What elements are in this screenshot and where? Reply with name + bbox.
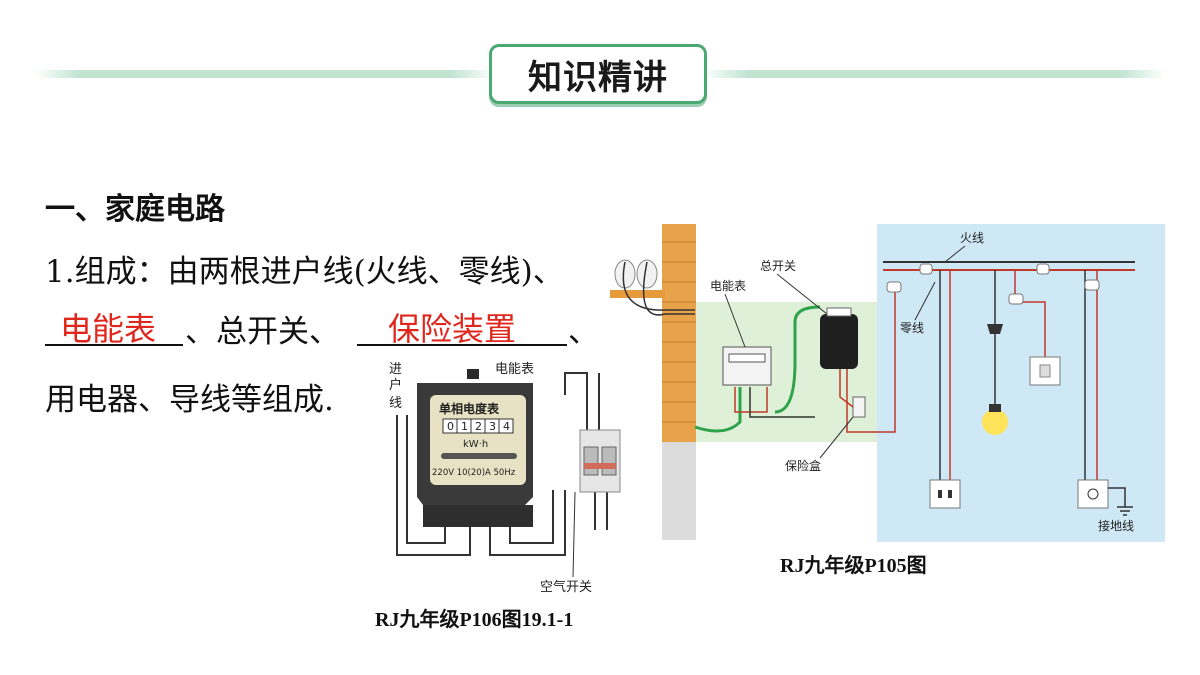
title-rule-left xyxy=(35,70,495,78)
answer-fuse: 保险装置 xyxy=(388,310,517,348)
answer-meter: 电能表 xyxy=(60,310,157,348)
label-air-switch: 空气开关 xyxy=(540,579,592,595)
section-heading: 一、家庭电路 xyxy=(45,192,225,227)
meter-unit: kW·h xyxy=(463,439,488,450)
composition-line1: 1.组成：由两根进户线(火线、零线)、 xyxy=(45,254,564,290)
caption-left: RJ九年级P106图19.1-1 xyxy=(375,609,574,631)
svg-text:线: 线 xyxy=(389,396,402,411)
label-right-meter: 电能表 xyxy=(710,279,746,293)
composition-line3: 用电器、导线等组成. xyxy=(45,382,334,418)
label-live-wire: 火线 xyxy=(960,231,984,245)
svg-text:1: 1 xyxy=(461,420,468,433)
household-circuit-figure: 电能表 总开关 保险盒 火线 零线 接地线 xyxy=(610,224,1165,542)
composition-tail: 、 xyxy=(568,314,599,350)
svg-text:3: 3 xyxy=(489,420,496,433)
svg-text:4: 4 xyxy=(503,420,510,433)
label-entry-line: 进 xyxy=(389,362,402,377)
svg-text:户: 户 xyxy=(389,377,402,393)
composition-middle: 、总开关、 xyxy=(185,314,340,350)
label-main-switch: 总开关 xyxy=(760,259,796,273)
label-fuse-box: 保险盒 xyxy=(785,458,821,473)
label-meter: 电能表 xyxy=(495,362,534,377)
meter-title: 单相电度表 xyxy=(439,401,500,416)
caption-right: RJ九年级P105图 xyxy=(780,555,927,577)
label-ground-wire: 接地线 xyxy=(1098,518,1134,533)
svg-text:0: 0 xyxy=(447,420,454,433)
answer-blank-2 xyxy=(357,344,567,346)
label-neutral-wire: 零线 xyxy=(900,321,924,335)
meter-spec: 220V 10(20)A 50Hz xyxy=(432,468,516,478)
svg-text:2: 2 xyxy=(475,420,482,433)
meter-wiring-figure: 进 户 线 电能表 单相电度表 0 1 2 3 4 kW·h 220V 10(2… xyxy=(389,362,621,595)
title-rule-right xyxy=(703,70,1165,78)
page-title: 知识精讲 xyxy=(489,44,707,104)
answer-blank-1 xyxy=(45,344,183,346)
